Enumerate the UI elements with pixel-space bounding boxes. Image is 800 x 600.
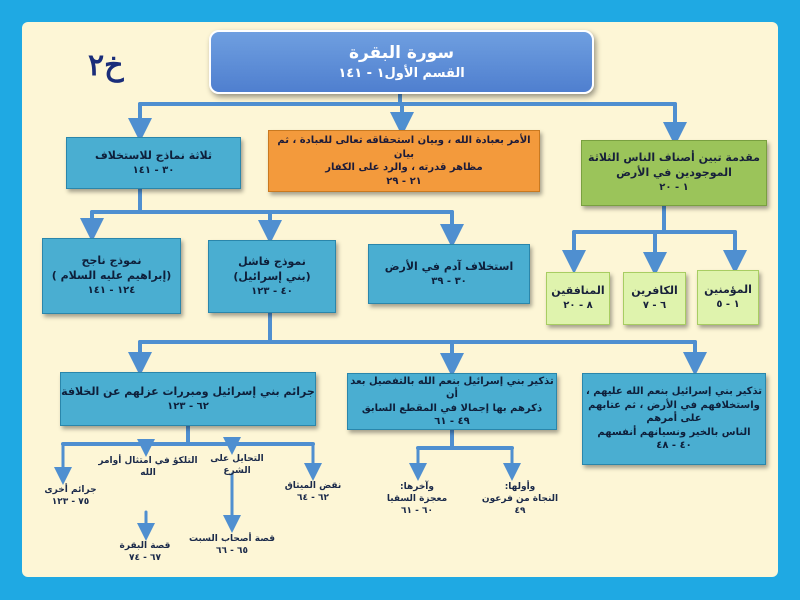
crime-delay-line2: الله (140, 468, 156, 479)
worship-line2: مظاهر قدرته ، والرد على الكفار (325, 162, 483, 173)
story-cow: قصة البقرة ٦٧ - ٧٤ (110, 540, 180, 564)
crime-other: جرائم أخرى ٧٥ - ١٢٣ (33, 484, 108, 508)
intro-line2: الموجودين في الأرض (616, 166, 732, 180)
models-range: ٣٠ - ١٤١ (132, 164, 175, 176)
story-cow-range: ٦٧ - ٧٤ (128, 553, 161, 564)
worship-box: الأمر بعبادة الله ، وبيان استحقاقه تعالى… (268, 130, 540, 192)
reminder-box: تذكير بني إسرائيل بنعم الله عليهم ، واست… (582, 373, 766, 465)
details-box: تذكير بني إسرائيل بنعم الله بالتفصيل بعد… (347, 373, 557, 430)
disbelievers-range: ٦ - ٧ (642, 300, 667, 312)
disbelievers-label: الكافرين (631, 284, 678, 298)
adam-box: استخلاف آدم في الأرض ٣٠ - ٣٩ (368, 244, 530, 304)
crime-evasion: التحايل على الشرع (197, 453, 277, 477)
believers-label: المؤمنين (704, 283, 752, 297)
success-line2: (إبراهيم عليه السلام ) (51, 269, 172, 283)
crime-covenant-line1: نقض الميثاق (284, 481, 342, 491)
crimes-line1: جرائم بني إسرائيل ومبررات عزلهم عن الخلا… (61, 384, 315, 398)
reminder-line2: واستخلافهم في الأرض ، ثم عتابهم على أمره… (588, 399, 760, 425)
blessing-last-line2: معجزة السقيا (386, 494, 448, 505)
intro-box: مقدمة تبين أصناف الناس الثلاثة الموجودين… (581, 140, 767, 206)
failed-line1: نموذج فاشل (238, 254, 306, 268)
reminder-line3: الناس بالخير ونسيانهم أنفسهم (597, 426, 751, 438)
crime-covenant-range: ٦٢ - ٦٤ (296, 493, 329, 504)
models-line1: ثلاثة نماذج للاستخلاف (95, 148, 212, 162)
people-believers: المؤمنين ١ - ٥ (697, 270, 759, 325)
crime-delay-line1: التلكؤ في امتثال أوامر (98, 456, 198, 466)
details-line2: ذكرهم بها إجمالا في المقطع السابق (361, 402, 543, 414)
blessing-first-line2: النجاة من فرعون (481, 494, 559, 505)
story-sabbath-line1: قصة أصحاب السبت (188, 534, 275, 544)
blessing-last-line1: وآخرها: (400, 482, 434, 492)
blessing-first-line1: وأولها: (504, 482, 536, 492)
title-main: سورة البقرة (348, 42, 455, 63)
people-disbelievers: الكافرين ٦ - ٧ (623, 272, 686, 325)
crime-other-line1: جرائم أخرى (44, 485, 97, 495)
blessing-first-range: ٤٩ (514, 506, 526, 517)
hypocrites-range: ٨ - ٢٠ (563, 300, 593, 312)
intro-range: ١ - ٢٠ (659, 182, 689, 194)
crimes-range: ٦٢ - ١٢٣ (167, 400, 209, 412)
crime-evasion-line1: التحايل على الشرع (210, 454, 264, 477)
story-sabbath-range: ٦٥ - ٦٦ (215, 546, 248, 557)
story-cow-line1: قصة البقرة (119, 541, 171, 551)
blessing-last: وآخرها: معجزة السقيا ٦٠ - ٦١ (377, 481, 457, 517)
reminder-range: ٤٠ - ٤٨ (656, 440, 692, 452)
blessing-last-range: ٦٠ - ٦١ (400, 506, 433, 517)
adam-line1: استخلاف آدم في الأرض (384, 259, 514, 273)
success-model-box: نموذج ناجح (إبراهيم عليه السلام ) ١٢٤ - … (42, 238, 181, 314)
crime-delay: التلكؤ في امتثال أوامر الله (96, 455, 200, 479)
blessing-first: وأولها: النجاة من فرعون ٤٩ (480, 481, 560, 517)
failed-line2: (بني إسرائيل) (233, 269, 311, 283)
worship-line1: الأمر بعبادة الله ، وبيان استحقاقه تعالى… (277, 135, 531, 160)
details-line1: تذكير بني إسرائيل بنعم الله بالتفصيل بعد… (350, 375, 554, 401)
worship-range: ٢١ - ٢٩ (386, 175, 422, 187)
crime-other-range: ٧٥ - ١٢٣ (51, 497, 90, 508)
title-sub: القسم الأول١ - ١٤١ (338, 65, 465, 81)
hypocrites-label: المنافقين (551, 284, 605, 298)
success-line1: نموذج ناجح (81, 254, 142, 268)
details-range: ٤٩ - ٦١ (434, 416, 470, 427)
people-hypocrites: المنافقين ٨ - ٢٠ (546, 272, 610, 325)
crimes-box: جرائم بني إسرائيل ومبررات عزلهم عن الخلا… (60, 372, 316, 426)
success-range: ١٢٤ - ١٤١ (87, 285, 136, 297)
story-sabbath: قصة أصحاب السبت ٦٥ - ٦٦ (188, 533, 276, 557)
intro-line1: مقدمة تبين أصناف الناس الثلاثة (588, 151, 760, 165)
failed-range: ٤٠ - ١٢٣ (251, 285, 293, 297)
section-badge: خ٢ (88, 48, 124, 83)
title-box: سورة البقرة القسم الأول١ - ١٤١ (209, 30, 594, 94)
crime-covenant: نقض الميثاق ٦٢ - ٦٤ (283, 480, 343, 504)
adam-range: ٣٠ - ٣٩ (431, 275, 467, 287)
failed-model-box: نموذج فاشل (بني إسرائيل) ٤٠ - ١٢٣ (208, 240, 336, 313)
reminder-line1: تذكير بني إسرائيل بنعم الله عليهم ، (585, 386, 763, 398)
believers-range: ١ - ٥ (716, 299, 740, 311)
models-box: ثلاثة نماذج للاستخلاف ٣٠ - ١٤١ (66, 137, 241, 189)
